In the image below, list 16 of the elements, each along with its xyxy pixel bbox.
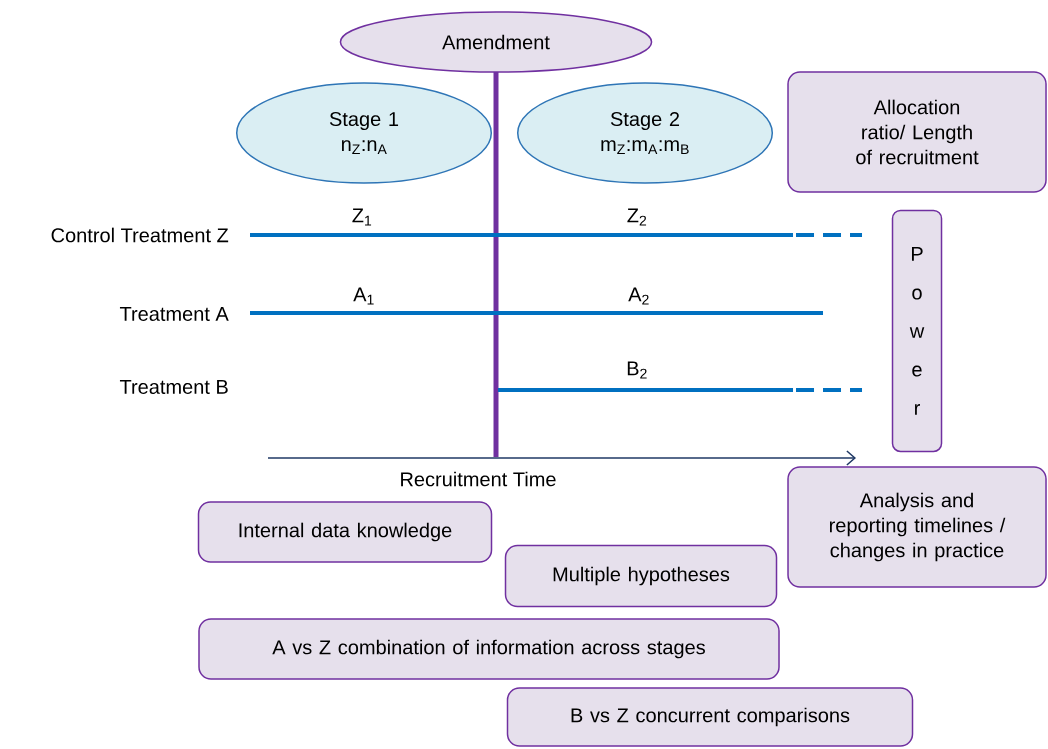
factor-box: A vs Z combination of information across stages [198, 618, 780, 680]
factor-box: Analysis and reporting timelines / changes in practice [787, 466, 1047, 588]
row-label: Treatment B [119, 380, 228, 394]
factor-box: Multiple hypotheses [504, 544, 778, 608]
arm-label: Z$_{2}$ [627, 208, 647, 226]
factor-box: B vs Z concurrent comparisons [506, 687, 914, 747]
arm-label: Z$_{1}$ [352, 208, 372, 226]
factor-box: Internal data knowledge [197, 501, 493, 563]
axis-label: Recruitment Time [401, 471, 556, 487]
row-label: Control Treatment Z [51, 227, 229, 243]
factor-box: Allocation ratio/ Length of recruitment [787, 71, 1047, 193]
factor-box: P o w e r [891, 209, 943, 453]
arm-label: B$_{2}$ [627, 361, 647, 379]
row-label: Treatment A [119, 307, 229, 321]
arm-label: A$_{1}$ [353, 287, 374, 305]
arm-label: A$_{2}$ [628, 287, 649, 305]
